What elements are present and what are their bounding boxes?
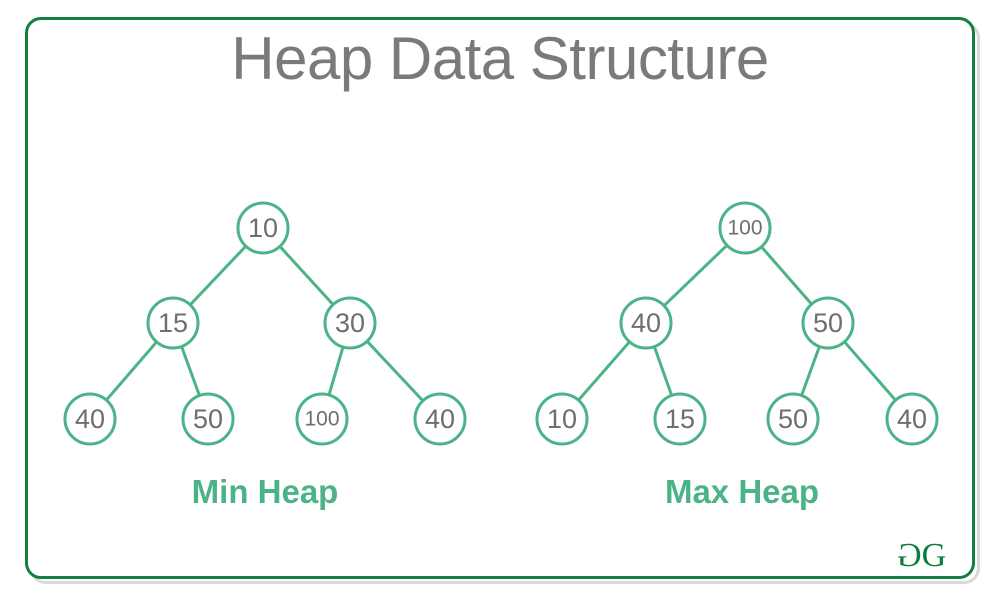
tree-edge (844, 341, 896, 401)
node-circle (236, 201, 290, 255)
tree-edge (279, 246, 334, 305)
tree-edge (328, 347, 344, 395)
node-label: 40 (425, 404, 455, 434)
node-label: 10 (248, 213, 278, 243)
tree-edge (366, 341, 424, 401)
node-label: 40 (631, 308, 661, 338)
tree-edge (653, 346, 673, 396)
page-title: Heap Data Structure (231, 25, 769, 92)
node-label: 50 (193, 404, 223, 434)
node-circle (619, 296, 673, 350)
tree-node[interactable]: 40 (885, 392, 939, 446)
tree-edge (190, 246, 246, 305)
node-label: 40 (75, 404, 105, 434)
geeksforgeeks-logo: GG (898, 536, 968, 576)
node-label: 50 (813, 308, 843, 338)
tree-node[interactable]: 40 (413, 392, 467, 446)
tree-node[interactable]: 50 (801, 296, 855, 350)
tree-edge (578, 341, 630, 401)
node-circle (146, 296, 200, 350)
logo-glyph-left: G (898, 537, 922, 574)
tree-edge (106, 341, 157, 401)
tree-node[interactable]: 100 (295, 392, 349, 446)
node-circle (63, 392, 117, 446)
tree-edge (800, 346, 821, 396)
node-circle (413, 392, 467, 446)
tree-node[interactable]: 100 (718, 201, 772, 255)
node-label: 15 (158, 308, 188, 338)
tree-edge (663, 245, 728, 306)
node-label: 100 (727, 217, 762, 240)
diagram-card (25, 17, 975, 579)
tree-edge (761, 246, 812, 305)
tree-node[interactable]: 10 (236, 201, 290, 255)
node-circle (801, 296, 855, 350)
node-circle (295, 392, 349, 446)
tree-node[interactable]: 50 (766, 392, 820, 446)
node-circle (535, 392, 589, 446)
tree-node[interactable]: 50 (181, 392, 235, 446)
node-label: 30 (335, 308, 365, 338)
node-circle (766, 392, 820, 446)
node-label: 40 (897, 404, 927, 434)
tree-node[interactable]: 15 (146, 296, 200, 350)
node-circle (885, 392, 939, 446)
tree-node[interactable]: 40 (619, 296, 673, 350)
node-label: 50 (778, 404, 808, 434)
max-heap-tree: 100 40 50 10 15 50 40 (535, 201, 939, 446)
node-label: 10 (547, 404, 577, 434)
node-circle (181, 392, 235, 446)
node-label: 100 (304, 408, 339, 431)
max-heap-caption: Max Heap (664, 473, 820, 510)
tree-edge (180, 346, 201, 396)
tree-node[interactable]: 10 (535, 392, 589, 446)
node-circle (718, 201, 772, 255)
tree-node[interactable]: 40 (63, 392, 117, 446)
tree-node[interactable]: 30 (323, 296, 377, 350)
tree-node[interactable]: 15 (653, 392, 707, 446)
node-circle (653, 392, 707, 446)
logo-glyph-right: G (921, 537, 947, 574)
min-heap-tree: 10 15 30 40 50 100 40 (63, 201, 467, 446)
node-label: 15 (665, 404, 695, 434)
min-heap-caption: Min Heap (191, 473, 339, 510)
node-circle (323, 296, 377, 350)
